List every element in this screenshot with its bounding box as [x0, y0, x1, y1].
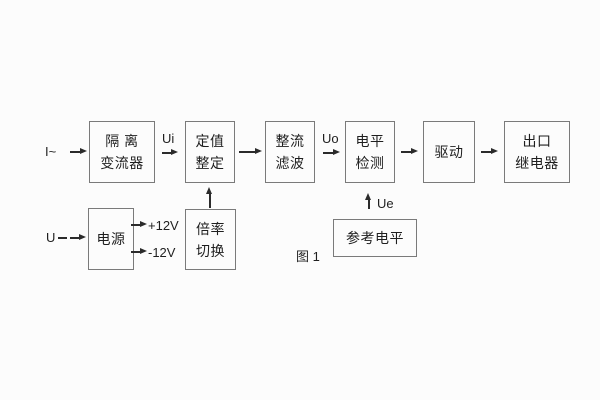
label-minus-12v: -12V: [148, 245, 176, 260]
arrow-up-icon: [206, 187, 212, 194]
arrow-level-to-drive-line: [401, 151, 412, 153]
arrow-plus-12v-line: [131, 224, 141, 226]
figure-caption: 图 1: [296, 249, 320, 264]
block-label-line1: 定值: [195, 133, 225, 149]
block-label-line2: 整定: [195, 155, 225, 171]
arrow-uo-line: [323, 152, 334, 154]
block-label-line1: 倍率: [196, 220, 225, 237]
label-ui: Ui: [162, 131, 175, 146]
arrow-right-icon: [255, 148, 262, 154]
block-isolation-transformer: 隔 离 变流器: [89, 121, 155, 183]
block-label-line1: 参考电平: [346, 230, 404, 246]
arrow-input-voltage-line: [70, 237, 80, 239]
arrow-input-current-line: [70, 151, 81, 153]
block-label-line1: 隔 离: [105, 133, 139, 149]
block-ratio-switch: 倍率 切换: [185, 209, 236, 270]
block-label-line1: 电平: [355, 133, 385, 149]
block-label-line1: 出口: [522, 133, 552, 149]
arrow-right-icon: [411, 148, 418, 154]
arrow-ue-line: [368, 199, 370, 209]
block-drive: 驱动: [423, 121, 475, 183]
label-uo: Uo: [322, 131, 339, 146]
arrow-drive-to-relay-line: [481, 151, 492, 153]
arrow-right-icon: [171, 149, 178, 155]
arrow-setting-to-rectifier-line: [239, 151, 256, 153]
block-rectify-filter: 整流 滤波: [265, 121, 315, 183]
block-label-line2: 检测: [355, 155, 385, 171]
arrow-right-icon: [491, 148, 498, 154]
block-reference-level: 参考电平: [333, 219, 417, 257]
block-label-line2: 切换: [196, 242, 225, 259]
block-label-line1: 电源: [96, 231, 126, 247]
block-output-relay: 出口 继电器: [504, 121, 570, 183]
block-level-detection: 电平 检测: [345, 121, 395, 183]
block-power-supply: 电源: [88, 208, 134, 270]
block-label-line1: 整流: [275, 133, 305, 149]
block-label-line1: 驱动: [434, 144, 464, 160]
arrow-right-icon: [80, 148, 87, 154]
arrow-up-icon: [365, 193, 371, 200]
arrow-right-icon: [333, 149, 340, 155]
arrow-right-icon: [140, 221, 147, 227]
arrow-input-voltage-dash: [58, 237, 67, 239]
label-plus-12v: +12V: [148, 218, 179, 233]
label-input-current: I~: [45, 144, 57, 159]
block-label-line2: 变流器: [100, 155, 144, 171]
block-label-line2: 继电器: [515, 155, 559, 171]
label-ue: Ue: [377, 196, 394, 211]
arrow-right-icon: [79, 234, 86, 240]
label-input-voltage: U: [46, 230, 56, 245]
arrow-ratio-to-setting-line: [209, 193, 211, 208]
arrow-ui-line: [162, 152, 172, 154]
arrow-minus-12v-line: [131, 251, 141, 253]
arrow-right-icon: [140, 248, 147, 254]
block-setpoint-setting: 定值 整定: [185, 121, 235, 183]
block-label-line2: 滤波: [275, 155, 305, 171]
